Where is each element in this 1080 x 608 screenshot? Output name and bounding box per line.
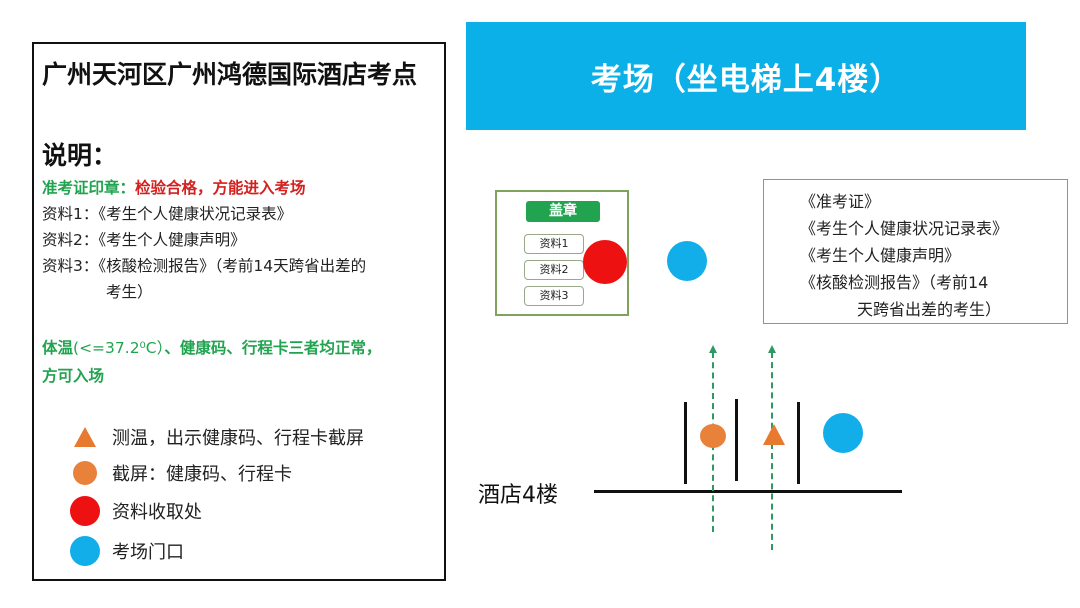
document-name: 《考生个人健康声明》 [98,231,246,249]
arrow-up-icon [768,345,776,353]
legend-label: 测温，出示健康码、行程卡截屏 [112,428,364,449]
temp-value: (<=37.2⁰C） [73,339,165,357]
stamp-requirement: 准考证印章：检验合格，方能进入考场 [42,176,306,198]
wall-divider [797,402,800,484]
document-chip: 资料2 [524,260,584,280]
exam-room-banner: 考场（坐电梯上4楼） [466,22,1026,130]
doc-list-item: 《准考证》 [800,192,881,211]
health-check-rule: 体温(<=37.2⁰C）、健康码、行程卡三者均正常， 方可入场 [42,334,442,390]
legend-item: 考场门口 [70,536,184,566]
circle-red-icon [70,496,100,526]
legend-label: 考场门口 [112,542,184,563]
legend-label: 截屏：健康码、行程卡 [112,464,292,485]
venue-title: 广州天河区广州鸿德国际酒店考点 [42,60,418,89]
legend-item: 截屏：健康码、行程卡 [70,458,292,488]
document-item: 资料1：《考生个人健康状况记录表》 [42,201,292,227]
circle-blue-icon [70,536,100,566]
entry-path-2 [771,352,773,550]
document-chip: 资料1 [524,234,584,254]
document-note: （考前14天跨省出差的 [214,257,367,275]
document-chip: 资料3 [524,286,584,306]
document-item: 资料2：《考生个人健康声明》 [42,227,246,253]
instructions-heading: 说明： [42,141,118,170]
collection-point-marker [583,240,627,284]
temp-rule-text: 、健康码、行程卡三者均正常， [164,339,382,357]
stamp-badge: 盖章 [526,201,600,222]
temperature-check-marker [763,424,785,445]
arrow-up-icon [709,345,717,353]
document-item: 资料3：《核酸检测报告》（考前14天跨省出差的 考生） [42,253,366,305]
wall-divider [735,399,738,481]
wall-divider [684,402,687,484]
info-panel: 广州天河区广州鸿德国际酒店考点 说明： 准考证印章：检验合格，方能进入考场 资料… [32,42,446,581]
document-name: 《考生个人健康状况记录表》 [98,205,293,223]
triangle-orange-icon [70,422,100,452]
document-label: 资料3： [42,257,99,275]
document-name: 《核酸检测报告》 [98,257,215,275]
required-documents-box: 《准考证》 《考生个人健康状况记录表》 《考生个人健康声明》 《核酸检测报告》（… [763,179,1068,324]
doc-list-item: 《考生个人健康声明》 [800,246,961,265]
doc-list-item: 《核酸检测报告》（考前14 [800,273,989,292]
stamp-requirement-text: 检验合格，方能进入考场 [135,179,306,197]
circle-orange-icon [70,458,100,488]
legend-item: 资料收取处 [70,496,202,526]
banner-title: 考场（坐电梯上4楼） [590,61,902,98]
temp-rule-text-cont: 方可入场 [42,367,105,385]
stamp-label: 准考证印章： [42,179,136,197]
legend-item: 测温，出示健康码、行程卡截屏 [70,422,364,452]
temp-prefix: 体温 [42,339,74,357]
floor-label: 酒店4楼 [478,483,558,508]
exam-door-marker [823,413,863,453]
legend-label: 资料收取处 [112,502,202,523]
document-label: 资料2： [42,231,99,249]
doc-list-item: 《考生个人健康状况记录表》 [800,219,1009,238]
document-note-cont: 考生） [106,283,153,301]
document-label: 资料1： [42,205,99,223]
exam-door-marker [667,241,707,281]
doc-list-item: 天跨省出差的考生） [857,300,1002,319]
floor-line [594,490,902,493]
screenshot-check-marker [700,424,726,448]
